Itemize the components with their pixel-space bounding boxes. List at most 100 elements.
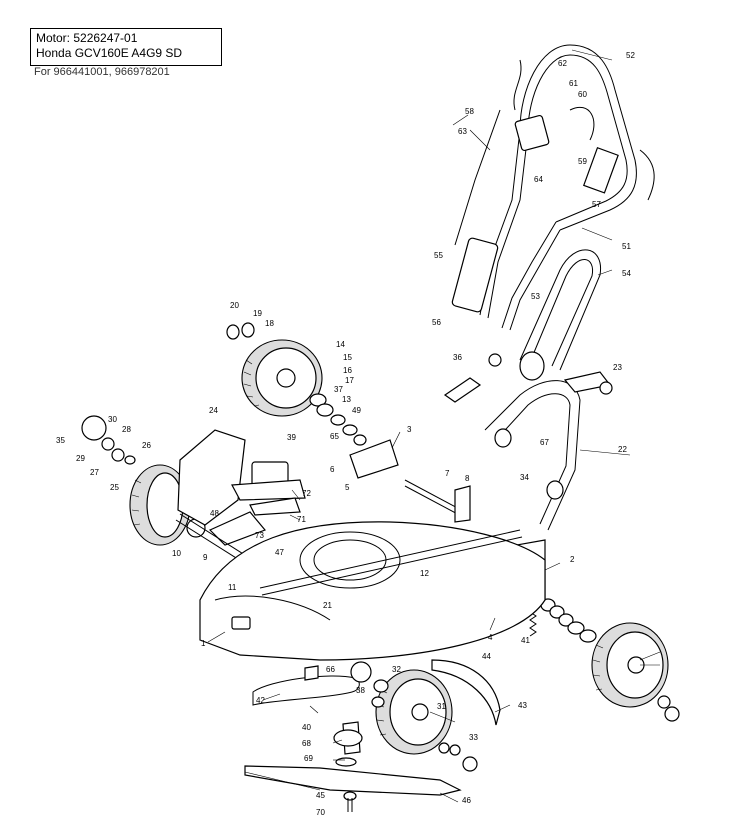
callout-23: 23 (613, 363, 622, 372)
callout-47: 47 (275, 548, 284, 557)
lower-handle (519, 249, 601, 381)
callout-22: 22 (618, 445, 627, 454)
handle-pin (599, 381, 613, 395)
callout-13: 13 (342, 395, 351, 404)
header-box: Motor: 5226247-01 Honda GCV160E A4G9 SD (30, 28, 222, 66)
callout-1: 1 (201, 639, 206, 648)
callout-2: 2 (570, 555, 575, 564)
torsion-spring (529, 611, 537, 637)
callout-27: 27 (90, 468, 99, 477)
callout-9: 9 (203, 553, 208, 562)
callout-55: 55 (434, 251, 443, 260)
adapter-collar (333, 729, 363, 747)
drive-pulley (350, 661, 372, 683)
callout-25: 25 (110, 483, 119, 492)
callout-65: 65 (330, 432, 339, 441)
engine-label: Honda GCV160E A4G9 SD (36, 46, 183, 60)
callout-38: 38 (356, 686, 365, 695)
blade-washer (343, 791, 357, 801)
callout-58: 58 (465, 107, 474, 116)
wheel-hardware (81, 322, 680, 772)
callout-73: 73 (255, 531, 264, 540)
spring-cable (513, 59, 522, 111)
leader-lines (207, 49, 661, 803)
callout-8: 8 (465, 474, 470, 483)
callout-67: 67 (540, 438, 549, 447)
pulley-washer (373, 679, 389, 693)
callout-4: 4 (488, 633, 493, 642)
front-deflector (431, 659, 501, 726)
callout-42: 42 (256, 696, 265, 705)
callout-48: 48 (210, 509, 219, 518)
throttle-control (514, 114, 550, 152)
callout-16: 16 (343, 366, 352, 375)
callout-3: 3 (407, 425, 412, 434)
callout-34: 34 (520, 473, 529, 482)
knob-nut (488, 353, 502, 367)
callout-56: 56 (432, 318, 441, 327)
drive-belt (252, 675, 360, 706)
callout-66: 66 (326, 665, 335, 674)
pulley-nut (371, 696, 385, 708)
mower-deck (199, 521, 546, 661)
callout-31: 31 (437, 702, 446, 711)
handle-knob (443, 377, 482, 403)
motor-label: Motor: 5226247-01 (36, 31, 138, 45)
callout-61: 61 (569, 79, 578, 88)
callout-5: 5 (345, 483, 350, 492)
upper-handle (479, 44, 655, 331)
callout-26: 26 (142, 441, 151, 450)
engine-pulley (304, 665, 319, 681)
cutting-blade (244, 765, 462, 796)
callout-54: 54 (622, 269, 631, 278)
callout-62: 62 (558, 59, 567, 68)
callout-24: 24 (209, 406, 218, 415)
callout-52: 52 (626, 51, 635, 60)
callout-41: 41 (521, 636, 530, 645)
callout-19: 19 (253, 309, 262, 318)
blade-bolt (347, 798, 353, 812)
callout-18: 18 (265, 319, 274, 328)
blade-key (335, 757, 357, 767)
height-bracket (349, 439, 399, 479)
callout-20: 20 (230, 301, 239, 310)
models-label: For 966441001, 966978201 (34, 66, 170, 78)
callout-37: 37 (334, 385, 343, 394)
callout-43: 43 (518, 701, 527, 710)
callout-32: 32 (392, 665, 401, 674)
callout-71: 71 (297, 515, 306, 524)
callout-51: 51 (622, 242, 631, 251)
callout-10: 10 (172, 549, 181, 558)
wheel-rear-right (591, 622, 669, 708)
handle-frame (484, 371, 612, 531)
callout-29: 29 (76, 454, 85, 463)
callout-64: 64 (534, 175, 543, 184)
callout-40: 40 (302, 723, 311, 732)
callout-30: 30 (108, 415, 117, 424)
callout-17: 17 (345, 376, 354, 385)
callout-14: 14 (336, 340, 345, 349)
callout-46: 46 (462, 796, 471, 805)
callout-11: 11 (228, 583, 237, 592)
height-link (454, 485, 471, 523)
control-cable (454, 109, 501, 246)
callout-68: 68 (302, 739, 311, 748)
callout-21: 21 (323, 601, 332, 610)
wheel-front (375, 669, 453, 755)
callout-53: 53 (531, 292, 540, 301)
callout-45: 45 (316, 791, 325, 800)
callout-44: 44 (482, 652, 491, 661)
callout-72: 72 (302, 489, 311, 498)
callout-63: 63 (458, 127, 467, 136)
callout-70: 70 (316, 808, 325, 817)
callout-59: 59 (578, 157, 587, 166)
callout-6: 6 (330, 465, 335, 474)
callout-36: 36 (453, 353, 462, 362)
callout-15: 15 (343, 353, 352, 362)
callout-35: 35 (56, 436, 65, 445)
wheel-rear-left (241, 339, 323, 417)
callout-39: 39 (287, 433, 296, 442)
